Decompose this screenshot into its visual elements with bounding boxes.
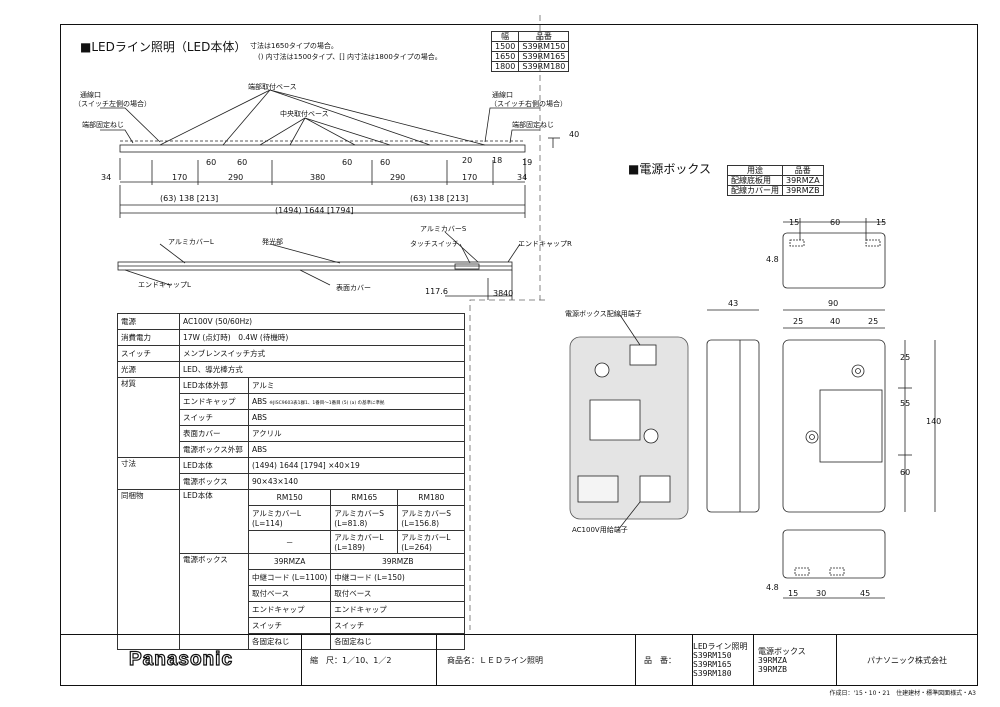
svg-text:15: 15 — [788, 589, 798, 598]
svg-text:40: 40 — [830, 317, 840, 326]
led-body-top — [119, 144, 526, 153]
drawing-frame — [60, 24, 978, 686]
label-emitter: 発光部 — [262, 237, 283, 246]
svg-text:60: 60 — [342, 158, 352, 167]
svg-text:15: 15 — [789, 218, 799, 227]
svg-text:34: 34 — [101, 173, 111, 182]
svg-text:170: 170 — [462, 173, 477, 182]
svg-text:60: 60 — [830, 218, 840, 227]
note-line1: 寸法は1650タイプの場合。 — [250, 42, 338, 50]
title-block: Panasonic 縮 尺：1／10、1／2 商品名：ＬＥＤライン照明 品 番：… — [61, 634, 977, 685]
svg-text:290: 290 — [390, 173, 405, 182]
svg-text:15: 15 — [876, 218, 886, 227]
svg-text:40: 40 — [503, 289, 513, 298]
table-row: 各固定ねじ各固定ねじ — [118, 633, 466, 650]
svg-text:60: 60 — [900, 468, 910, 477]
svg-text:60: 60 — [380, 158, 390, 167]
label-end-base: 端部取付ベース — [248, 82, 297, 91]
svg-text:(63) 138 [213]: (63) 138 [213] — [410, 194, 468, 203]
label-surface-cover: 表面カバー — [336, 283, 371, 292]
label-ac-terminal: AC100V用給端子 — [572, 525, 628, 534]
svg-text:290: 290 — [228, 173, 243, 182]
svg-text:19: 19 — [522, 158, 532, 167]
label-end-screw-left: 端部固定ねじ — [82, 120, 124, 129]
note-line2: () 内寸法は1500タイプ、[] 内寸法は1800タイプの場合。 — [258, 53, 442, 61]
power-box-side — [706, 339, 760, 513]
brand-logo: Panasonic — [128, 648, 234, 670]
label-cable-right: 通線口 — [492, 90, 513, 99]
table-row: スイッチスイッチ — [118, 617, 466, 634]
svg-text:117.6: 117.6 — [425, 287, 448, 296]
svg-text:(1494) 1644 [1794]: (1494) 1644 [1794] — [275, 206, 354, 215]
company-name: パナソニック株式会社 — [867, 655, 947, 665]
svg-text:4.8: 4.8 — [766, 583, 779, 592]
svg-text:38: 38 — [493, 289, 503, 298]
svg-text:43: 43 — [728, 299, 738, 308]
label-cable-right-2: （スイッチ右側の場合） — [490, 99, 567, 108]
svg-text:45: 45 — [860, 589, 870, 598]
svg-text:25: 25 — [900, 353, 910, 362]
label-cable-left: 通線口 — [80, 90, 101, 99]
table-row: スイッチメンブレンスイッチ方式 — [117, 345, 466, 362]
svg-text:40: 40 — [569, 130, 579, 139]
scale-label: 縮 尺：1／10、1／2 — [302, 635, 437, 685]
label-end-screw-right: 端部固定ねじ — [512, 120, 554, 129]
svg-text:(63) 138 [213]: (63) 138 [213] — [160, 194, 218, 203]
svg-text:25: 25 — [793, 317, 803, 326]
label-center-base: 中央取付ベース — [280, 109, 329, 118]
svg-text:140: 140 — [926, 417, 941, 426]
svg-text:60: 60 — [237, 158, 247, 167]
svg-text:170: 170 — [172, 173, 187, 182]
table-row: 表面カバーアクリル — [118, 425, 466, 442]
label-power-terminal: 電源ボックス配線用端子 — [565, 309, 642, 318]
date-line: 作成日：'15・10・21 住建建材・標準図面様式・A3 — [829, 690, 976, 697]
svg-text:4.8: 4.8 — [766, 255, 779, 264]
table-row: 中継コード (L=1100)中継コード (L=150) — [118, 569, 466, 586]
section-power-box: ■電源ボックス — [628, 162, 711, 176]
page-title: ■LEDライン照明（LED本体） — [80, 40, 247, 54]
table-row: 取付ベース取付ベース — [118, 585, 466, 602]
svg-text:90: 90 — [828, 299, 838, 308]
label-alu-cover-l: アルミカバーL — [168, 238, 214, 246]
code-label: 品 番： — [636, 635, 693, 685]
svg-text:60: 60 — [206, 158, 216, 167]
label-end-cap-l: エンドキャップL — [138, 281, 191, 289]
svg-text:20: 20 — [462, 156, 472, 165]
label-alu-cover-s: アルミカバーS — [420, 225, 467, 233]
svg-text:55: 55 — [900, 399, 910, 408]
power-box-front — [782, 339, 886, 513]
svg-text:25: 25 — [868, 317, 878, 326]
svg-text:380: 380 — [310, 173, 325, 182]
power-box-bottom — [782, 529, 886, 579]
power-box-top — [782, 232, 886, 289]
label-cable-left-2: （スイッチ左側の場合） — [74, 99, 151, 108]
table-row: アルミカバーL (L=114)アルミカバーS (L=81.8)アルミカバーS (… — [118, 505, 466, 531]
svg-text:34: 34 — [517, 173, 527, 182]
svg-text:30: 30 — [816, 589, 826, 598]
label-end-cap-r: エンドキャップR — [518, 240, 572, 248]
label-touch-switch: タッチスイッチ — [410, 239, 459, 248]
svg-text:18: 18 — [492, 156, 502, 165]
product-name: 商品名：ＬＥＤライン照明 — [437, 635, 636, 685]
